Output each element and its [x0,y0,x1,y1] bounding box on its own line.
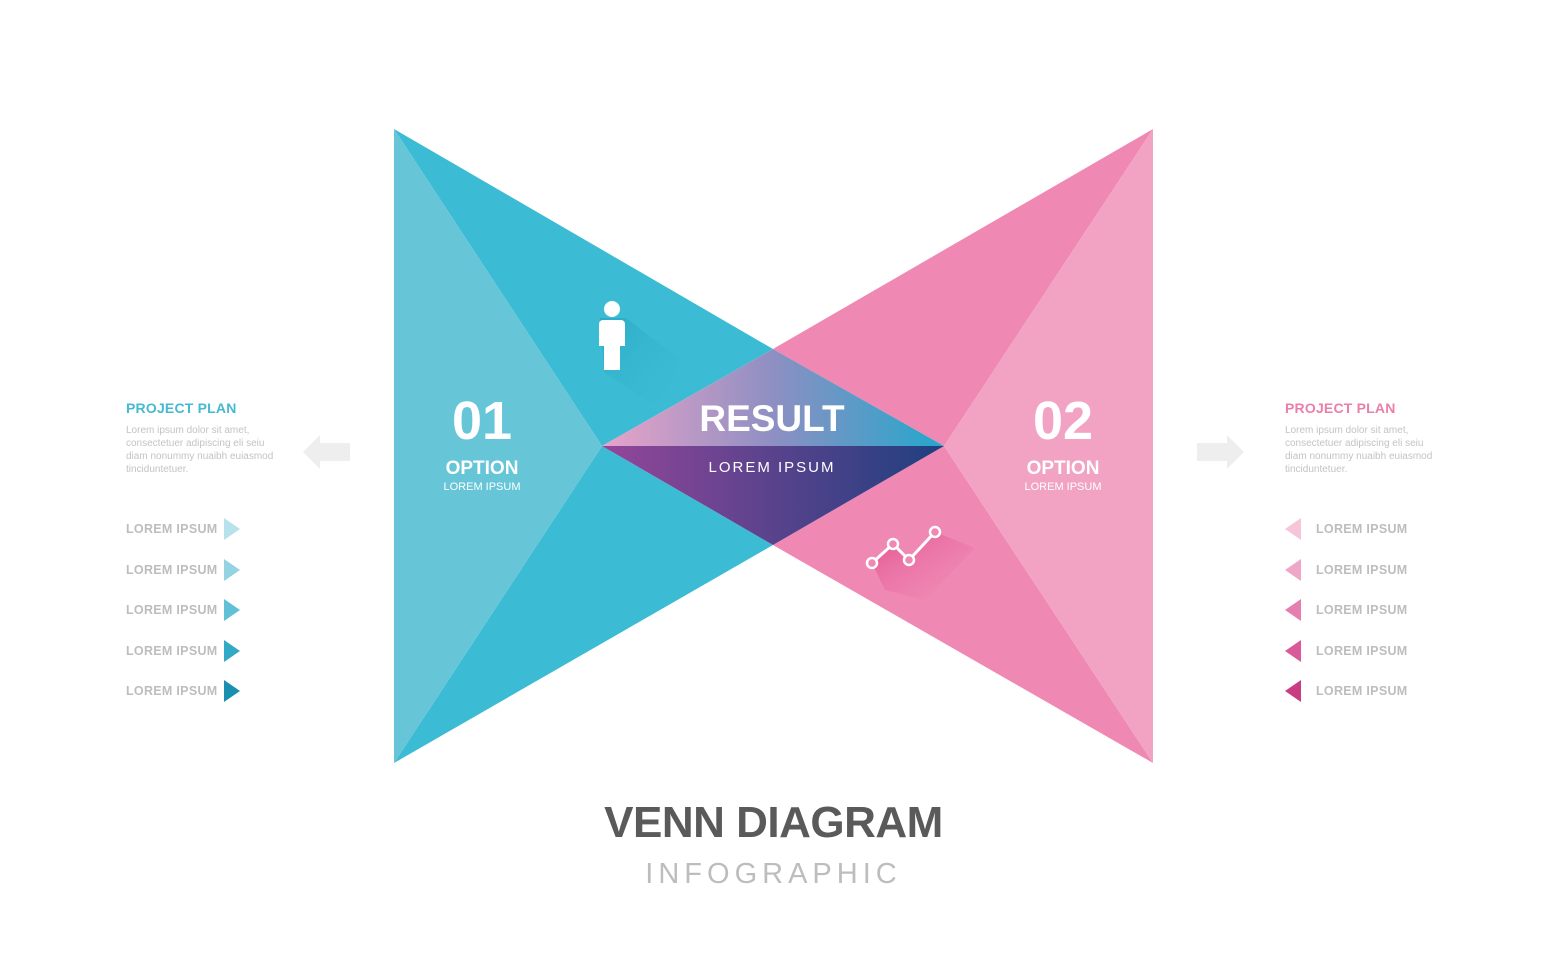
right-marker-icon [1285,599,1301,621]
person-icon [599,301,680,410]
pink-facet-right [944,129,1153,763]
pink-facet-bottom [773,446,1153,763]
result-intersection [602,349,944,545]
result-top-facet [602,349,944,446]
left-list-item: LOREM IPSUM [126,684,218,698]
right-list-item: LOREM IPSUM [1316,563,1408,577]
left-list-item: LOREM IPSUM [126,563,218,577]
right-panel-body: Lorem ipsum dolor sit amet, consectetuer… [1285,425,1433,475]
right-marker-icon [1285,518,1301,540]
teal-facet-top [394,129,773,446]
left-list-item: LOREM IPSUM [126,644,218,658]
left-marker-icon [224,518,240,540]
left-marker-icon [224,640,240,662]
arrow-right-icon [1197,435,1244,469]
option-1-number: 01 [451,391,513,451]
option-1-triangle [394,129,773,763]
right-marker-icon [1285,559,1301,581]
line-chart-icon [865,525,975,600]
right-list-markers [1285,518,1301,702]
teal-facet-left [394,129,602,763]
right-list-item: LOREM IPSUM [1316,522,1408,536]
left-marker-icon [224,599,240,621]
teal-facet-bottom [394,446,773,763]
page-subtitle: INFOGRAPHIC [645,858,902,890]
left-marker-icon [224,680,240,702]
right-list-item: LOREM IPSUM [1316,684,1408,698]
left-list-item: LOREM IPSUM [126,603,218,617]
right-panel-title: PROJECT PLAN [1285,400,1396,416]
option-2-triangle [773,129,1153,763]
right-marker-icon [1285,640,1301,662]
right-list-item: LOREM IPSUM [1316,603,1408,617]
arrow-left-icon [303,435,350,469]
option-2-number: 02 [1032,391,1094,451]
result-title: RESULT [699,398,845,439]
left-list-markers [224,518,240,702]
left-panel-body: Lorem ipsum dolor sit amet, consectetuer… [126,425,274,475]
pink-facet-top [773,129,1153,446]
option-2-label: OPTION [1026,458,1100,479]
page-title: VENN DIAGRAM [604,798,943,847]
left-list-item: LOREM IPSUM [126,522,218,536]
result-sub: LOREM IPSUM [708,459,836,476]
option-1-label: OPTION [445,458,519,479]
left-marker-icon [224,559,240,581]
right-marker-icon [1285,680,1301,702]
right-list-item: LOREM IPSUM [1316,644,1408,658]
option-1-sub: LOREM IPSUM [443,481,521,493]
left-panel-title: PROJECT PLAN [126,400,237,416]
option-2-sub: LOREM IPSUM [1024,481,1102,493]
result-bottom-facet [602,446,944,545]
